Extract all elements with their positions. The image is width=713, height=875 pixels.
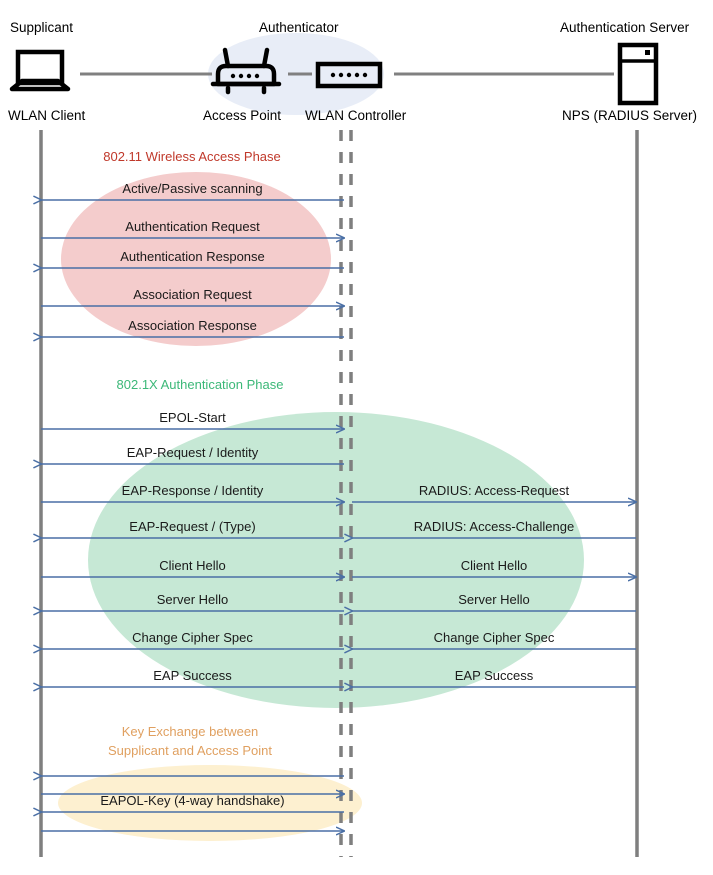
message-left-label: Server Hello: [156, 592, 229, 607]
server-icon: [617, 42, 659, 106]
message-left-label: EAP-Request / Identity: [126, 445, 259, 460]
message-arrows-left: [41, 200, 344, 831]
phase-label-80211-wireless-access: 802.11 Wireless Access Phase: [103, 149, 281, 164]
message-left-label: Client Hello: [159, 558, 226, 573]
actor-role-auth-server: Authentication Server: [560, 20, 690, 35]
actor-name-wlan-client: WLAN Client: [8, 108, 86, 123]
laptop-icon: [9, 49, 71, 92]
message-left-label: Association Response: [128, 318, 257, 333]
message-right-label: Change Cipher Spec: [433, 630, 555, 645]
message-arrows-right: [352, 502, 636, 687]
actor-name-access-point: Access Point: [203, 108, 282, 123]
message-left-label: Association Request: [133, 287, 252, 302]
actor-name-nps-radius-server: NPS (RADIUS Server): [562, 108, 698, 123]
message-right-label: RADIUS: Access-Request: [418, 483, 570, 498]
message-left-label: Authentication Response: [120, 249, 265, 264]
message-left-label: EAP-Response / Identity: [121, 483, 264, 498]
message-left-label: Active/Passive scanning: [122, 181, 263, 196]
access-point-icon: [210, 47, 282, 95]
phase-label-key-exchange-line1: Key Exchange between: [121, 724, 259, 739]
message-left-label: EAP-Request / (Type): [129, 519, 256, 534]
phase-ellipse-8021x: [88, 412, 584, 708]
message-left-label: EPOL-Start: [159, 410, 226, 425]
message-right-label: RADIUS: Access-Challenge: [413, 519, 575, 534]
wlan-controller-icon: [315, 61, 383, 89]
message-right-label: Client Hello: [460, 558, 528, 573]
message-left-label: EAP Success: [153, 668, 232, 683]
actor-role-authenticator: Authenticator: [259, 20, 339, 35]
phase-label-key-exchange: Key Exchange between Supplicant and Acce…: [108, 722, 272, 760]
actor-role-supplicant: Supplicant: [10, 20, 74, 35]
message-left-label: Change Cipher Spec: [132, 630, 253, 645]
actor-name-wlan-controller: WLAN Controller: [305, 108, 407, 123]
phase-ellipse-key-exchange: [58, 765, 362, 841]
phase-ellipse-80211: [61, 172, 331, 346]
message-left-label: Authentication Request: [125, 219, 260, 234]
phase-label-key-exchange-line2: Supplicant and Access Point: [107, 743, 273, 758]
message-left-label: EAPOL-Key (4-way handshake): [100, 793, 285, 808]
phase-label-8021x-authentication: 802.1X Authentication Phase: [116, 377, 284, 392]
message-right-label: EAP Success: [454, 668, 534, 683]
message-right-label: Server Hello: [458, 592, 530, 607]
